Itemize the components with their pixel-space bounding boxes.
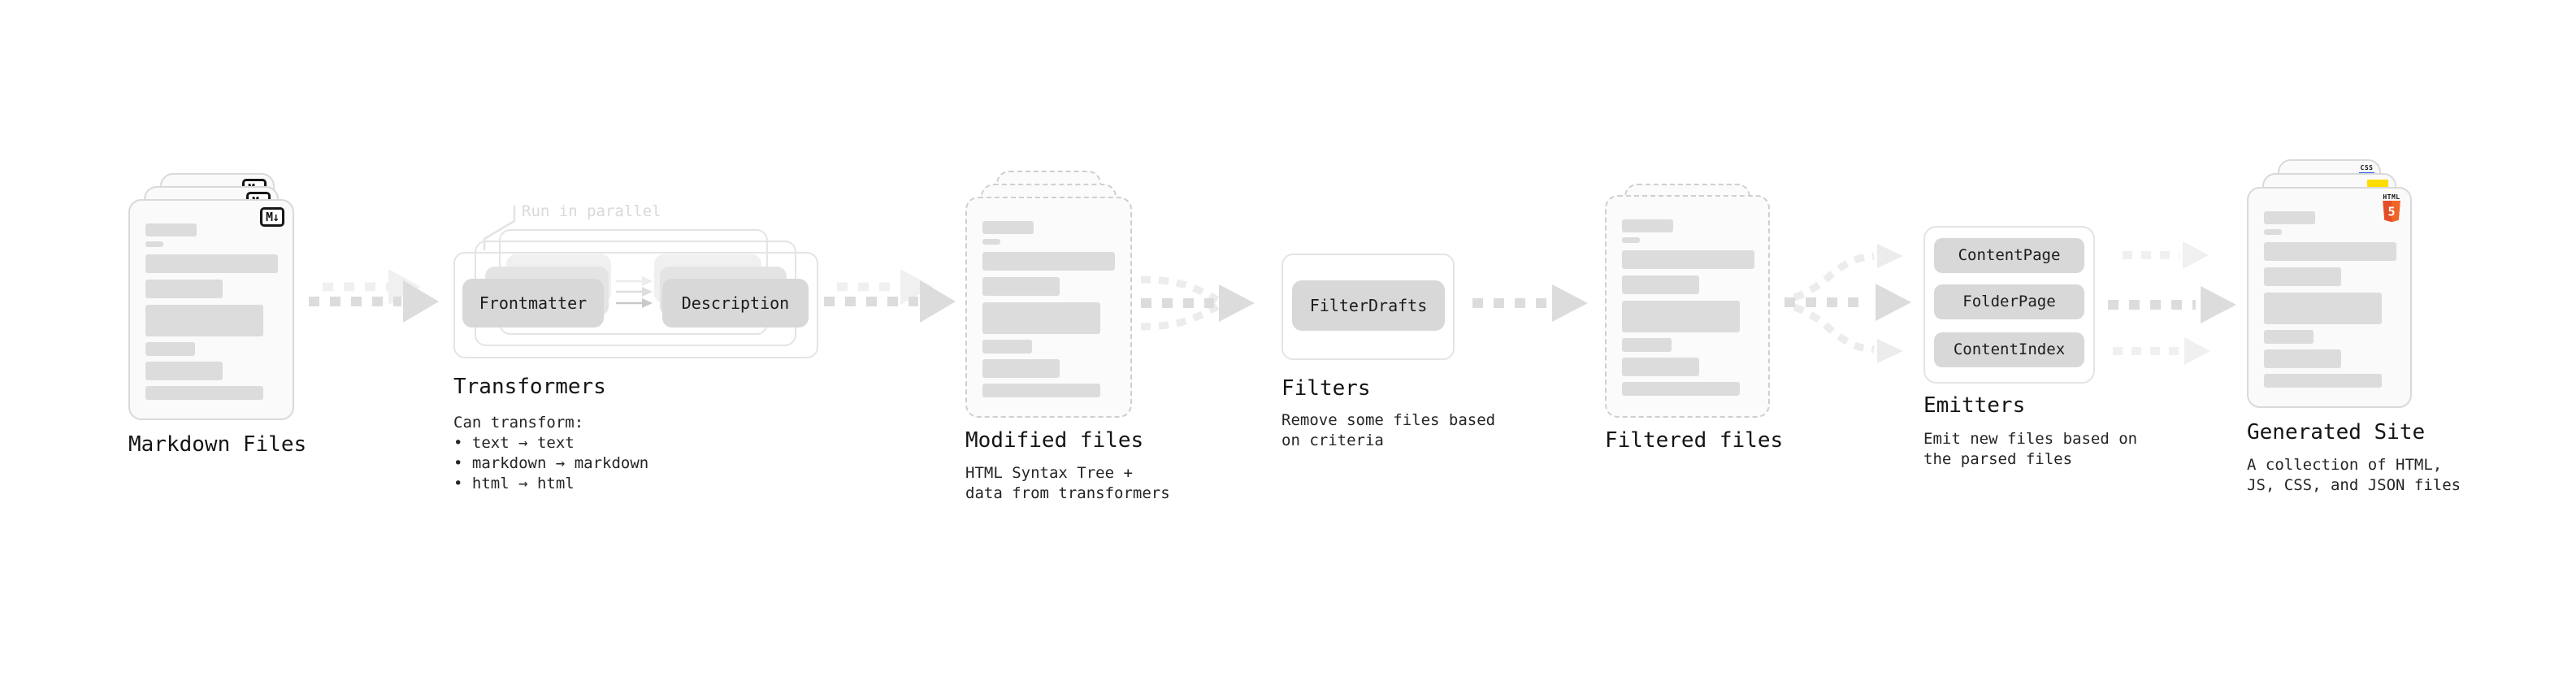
- doc-line: [145, 362, 223, 380]
- file-card-front: [1605, 195, 1770, 418]
- svg-text:5: 5: [2387, 205, 2395, 219]
- stage-generated-site: CSS HTML 5: [2247, 159, 2412, 411]
- chip-contentpage: ContentPage: [1934, 238, 2084, 273]
- arrow-modified-to-filters: [1140, 275, 1255, 331]
- doc-line: [1622, 382, 1740, 396]
- chip-folderpage: FolderPage: [1934, 284, 2084, 319]
- stage-filtered-files: [1605, 184, 1770, 427]
- doc-line: [1622, 219, 1673, 232]
- file-card-front: HTML 5: [2247, 187, 2412, 408]
- doc-line: [982, 252, 1115, 271]
- doc-line: [2264, 229, 2282, 235]
- doc-line: [1622, 358, 1699, 376]
- doc-line: [2264, 374, 2382, 388]
- chip-frontmatter: Frontmatter: [462, 279, 604, 327]
- doc-line: [982, 239, 1000, 245]
- doc-line: [2264, 267, 2341, 286]
- doc-line: [145, 241, 163, 247]
- arrow-filters-to-filtered: [1472, 284, 1588, 322]
- run-in-parallel-note: Run in parallel: [522, 202, 661, 220]
- doc-line: [982, 384, 1100, 397]
- stage-title-generated-site: Generated Site: [2247, 420, 2426, 445]
- stage-subtitle-generated-site: A collection of HTML, JS, CSS, and JSON …: [2247, 456, 2461, 494]
- doc-line: [2264, 211, 2315, 224]
- stage-title-modified-files: Modified files: [965, 428, 1144, 453]
- emitters-frame: [1923, 226, 2095, 384]
- chip-description: Description: [662, 279, 809, 327]
- stage-subtitle-modified-files: HTML Syntax Tree + data from transformer…: [965, 464, 1170, 502]
- doc-line: [145, 305, 263, 336]
- chip-contentindex: ContentIndex: [1934, 332, 2084, 367]
- doc-line: [145, 342, 195, 356]
- filters-frame: [1281, 254, 1455, 360]
- stage-title-transformers: Transformers: [453, 375, 606, 399]
- html5-badge-icon: HTML 5: [2381, 193, 2402, 223]
- arrow-filtered-to-emitters: [1785, 244, 1911, 363]
- doc-line: [2264, 293, 2382, 324]
- doc-line: [982, 340, 1032, 354]
- doc-line: [982, 302, 1100, 334]
- doc-line: [982, 277, 1060, 296]
- stage-subtitle-transformers: Can transform: • text → text • markdown …: [453, 414, 649, 492]
- arrow-emitters-to-generated: [2108, 241, 2236, 365]
- doc-line: [1622, 275, 1699, 294]
- doc-line: [145, 386, 263, 400]
- doc-line: [145, 223, 197, 236]
- doc-line: [982, 221, 1034, 234]
- stage-title-filtered-files: Filtered files: [1605, 428, 1784, 453]
- doc-line: [145, 280, 223, 298]
- markdown-badge-icon: M↓: [259, 207, 284, 227]
- doc-line: [1622, 338, 1672, 352]
- doc-line: [982, 359, 1060, 378]
- transformer-frame-front: [453, 252, 818, 358]
- stage-subtitle-filters: Remove some files based on criteria: [1281, 411, 1496, 449]
- arrow-transformers-to-modified: [824, 269, 956, 323]
- stage-subtitle-emitters: Emit new files based on the parsed files: [1923, 430, 2138, 468]
- doc-line: [2264, 330, 2314, 344]
- doc-line: [1622, 250, 1754, 269]
- doc-line: [2264, 242, 2396, 261]
- file-card-front: [965, 197, 1132, 418]
- chip-filterdrafts: FilterDrafts: [1292, 280, 1445, 331]
- arrow-markdown-to-transformers: [309, 269, 439, 323]
- doc-line: [2264, 349, 2341, 368]
- stage-title-markdown-files: Markdown Files: [128, 432, 307, 457]
- stage-title-filters: Filters: [1281, 376, 1371, 401]
- doc-line: [145, 254, 278, 273]
- stage-markdown-files: M↓ M↓ M↓: [128, 173, 294, 421]
- stage-modified-files: [965, 171, 1132, 419]
- doc-line: [1622, 237, 1640, 243]
- stage-title-emitters: Emitters: [1923, 393, 2026, 418]
- file-card-front: M↓: [128, 199, 294, 420]
- doc-line: [1622, 301, 1740, 332]
